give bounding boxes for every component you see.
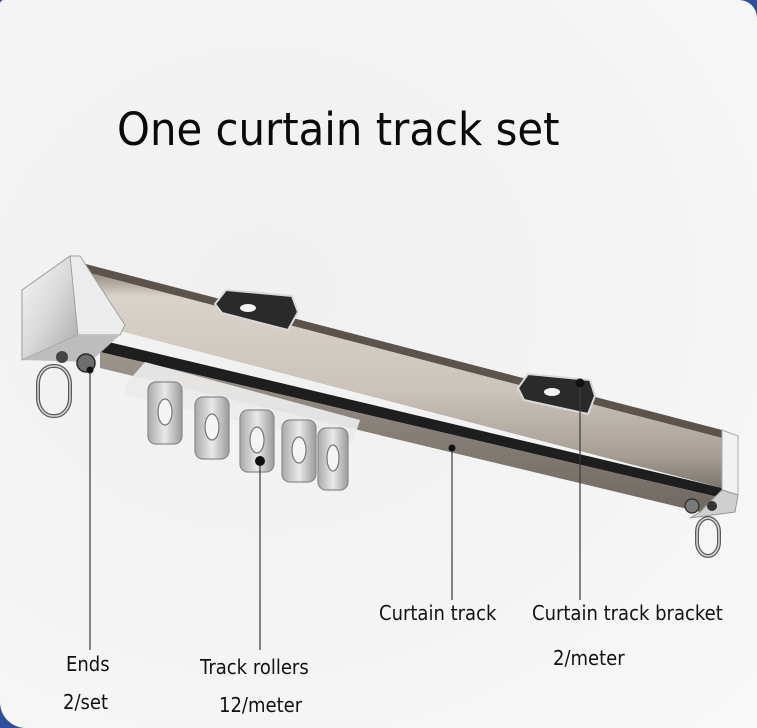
track-rollers-group [125,362,360,491]
label-track-rollers: Track rollers [200,655,309,679]
qty-curtain-track-bracket: 2/meter [553,646,625,670]
label-ends: Ends [66,652,110,676]
qty-ends: 2/set [63,690,109,714]
label-curtain-track: Curtain track [379,601,497,625]
page-title: One curtain track set [117,103,560,156]
right-end-cap [684,429,739,558]
left-end-cap [21,255,126,418]
bracket-1 [213,288,300,332]
label-curtain-track-bracket: Curtain track bracket [532,601,723,625]
qty-track-rollers: 12/meter [219,693,303,717]
leader-lines [86,366,585,650]
